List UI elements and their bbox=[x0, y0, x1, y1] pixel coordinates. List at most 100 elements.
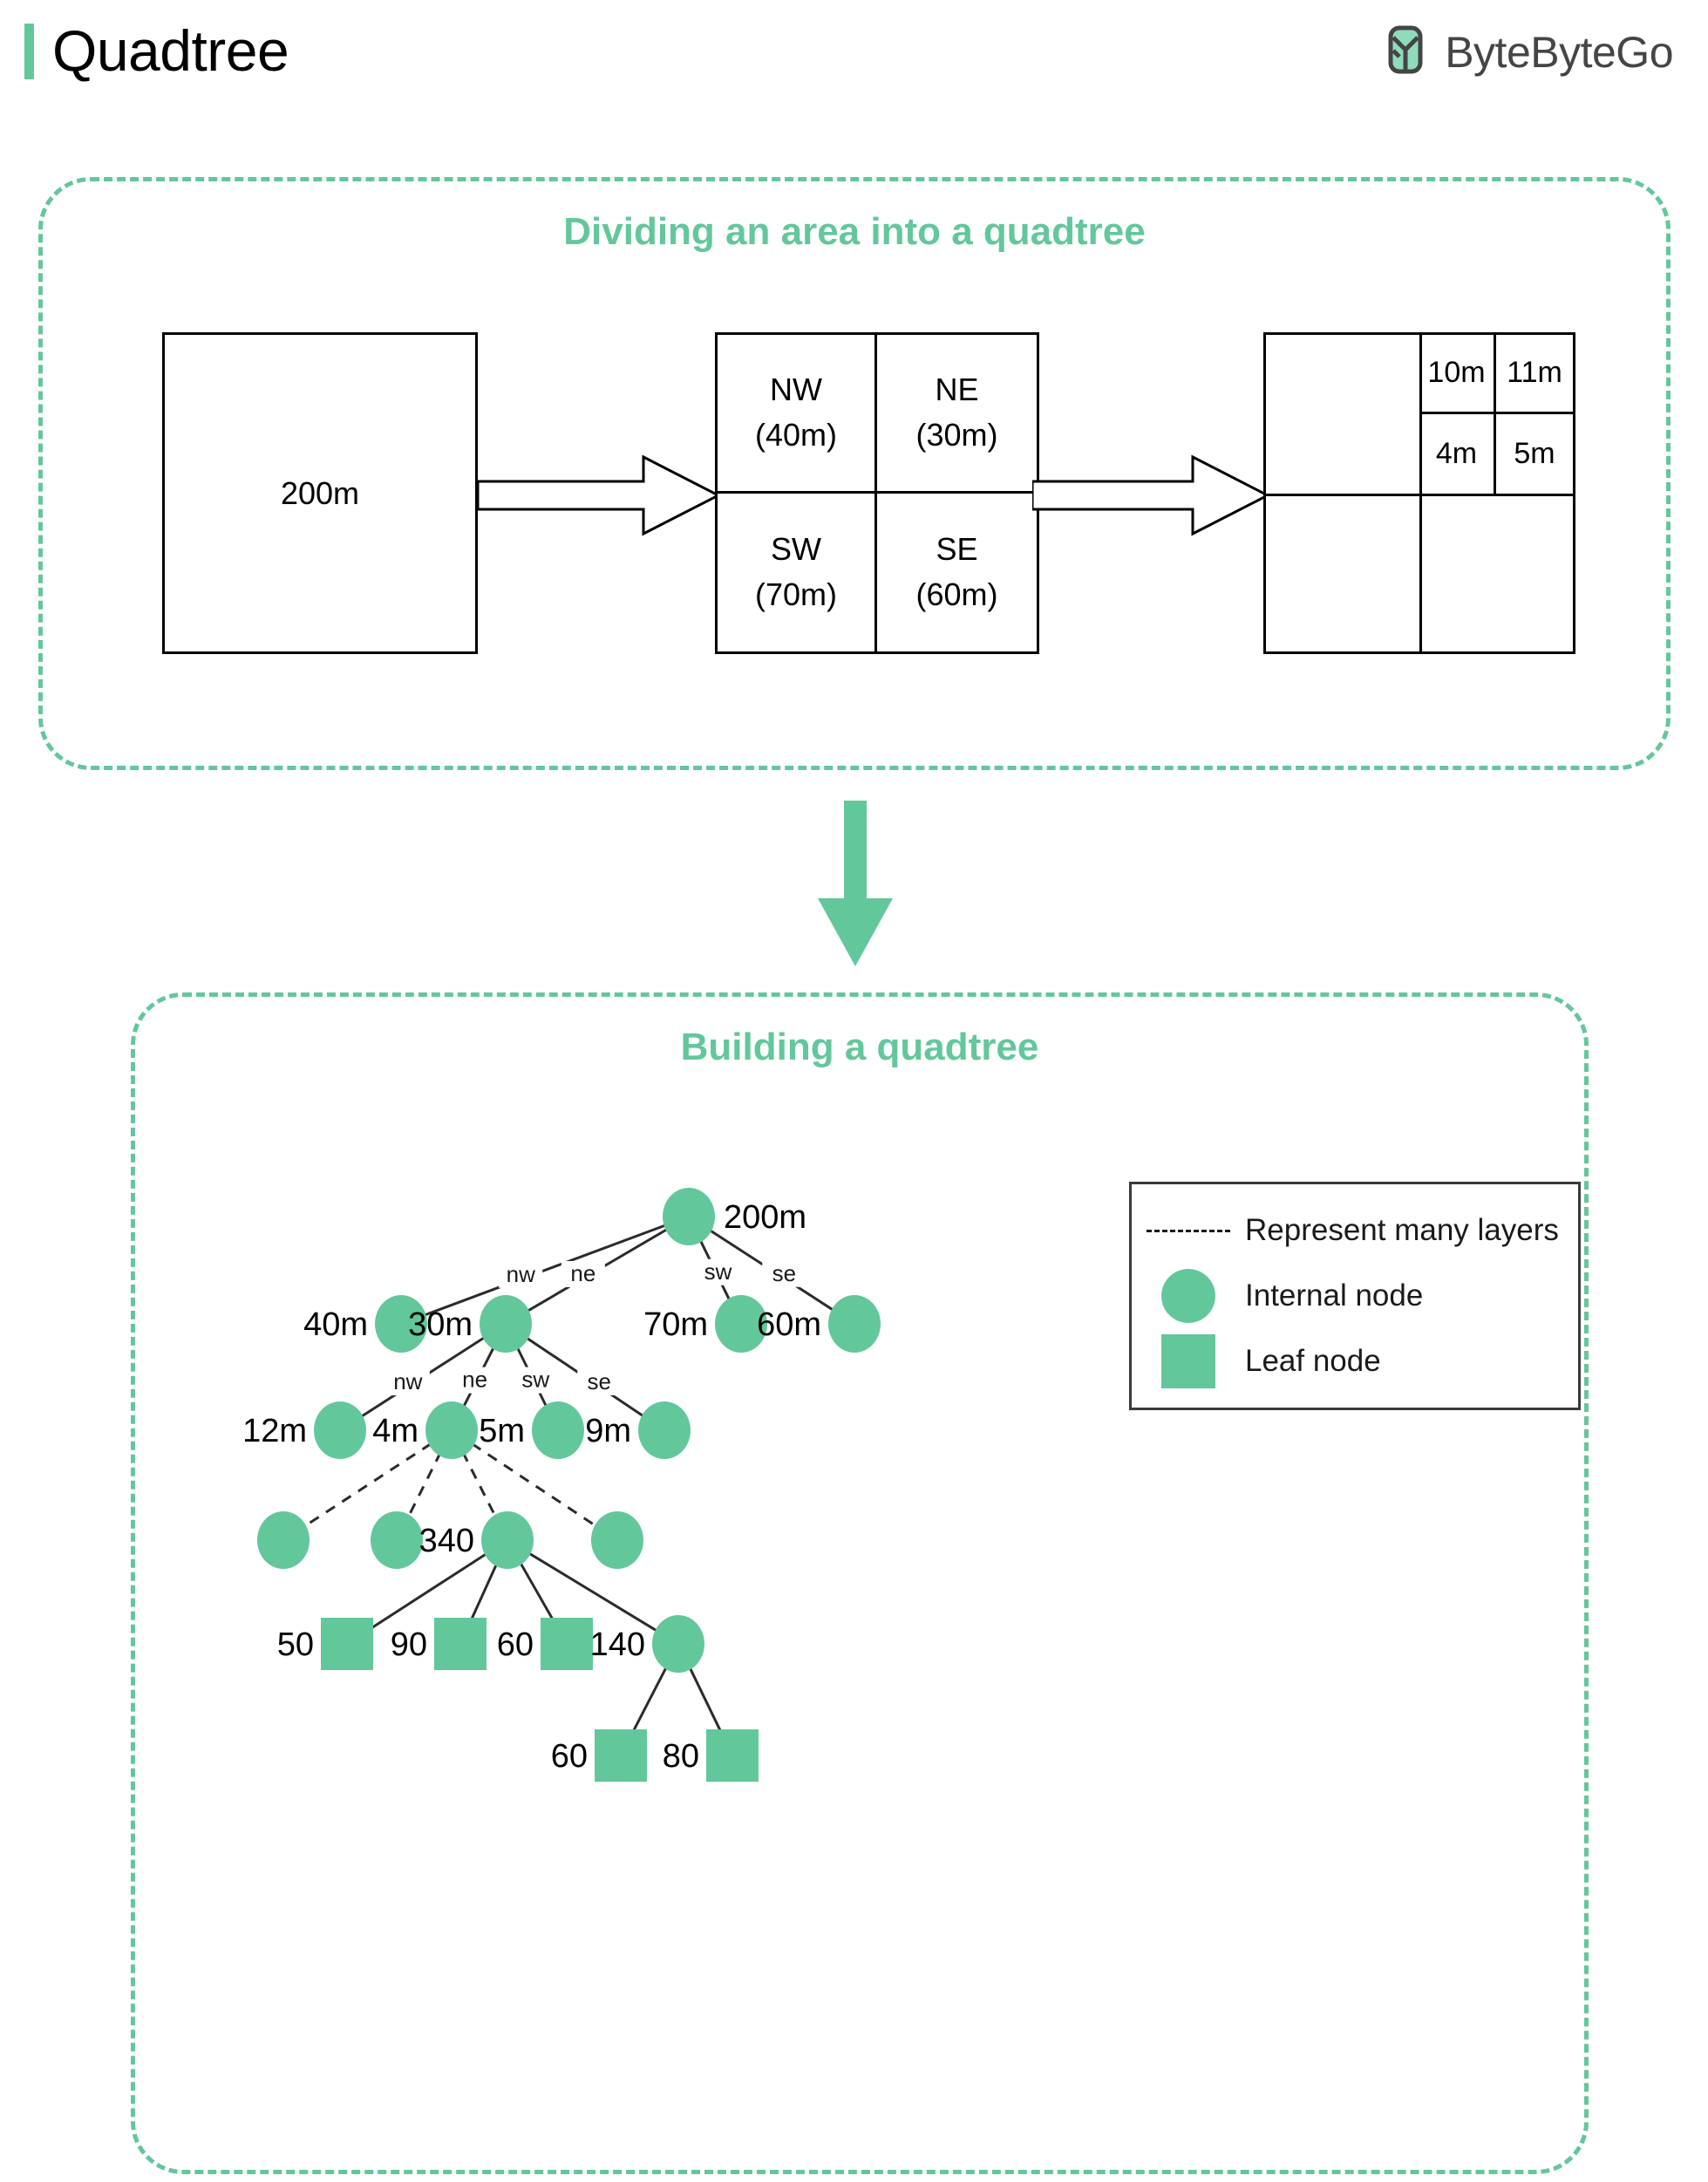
legend-box: Represent many layers Internal node Leaf… bbox=[1129, 1182, 1581, 1410]
title-accent-bar bbox=[24, 24, 34, 79]
quadrant-size: (30m) bbox=[915, 417, 998, 453]
tree-internal-node[interactable] bbox=[257, 1511, 310, 1569]
tree-internal-node[interactable] bbox=[425, 1401, 478, 1459]
edge-label-se: se bbox=[772, 1260, 796, 1286]
quadrant-cell-sw: SW (70m) bbox=[718, 493, 877, 651]
tree-node-label: 4m bbox=[372, 1413, 418, 1449]
tree-leaf-node[interactable] bbox=[321, 1618, 373, 1670]
edge-label-backing bbox=[499, 1261, 543, 1288]
tree-edge-ne2-d4 bbox=[471, 1442, 598, 1528]
subcell-10m: 10m bbox=[1419, 335, 1496, 414]
quadrant-name: SE bbox=[936, 531, 978, 568]
tree-edge-ne2-d3 bbox=[461, 1451, 498, 1519]
area-box-whole: 200m bbox=[162, 332, 478, 654]
tree-edge-d3-n140 bbox=[527, 1551, 658, 1633]
panel-building-a-quadtree: Building a quadtree bbox=[131, 992, 1589, 2174]
page-header: Quadtree ByteByteGo bbox=[0, 0, 1708, 126]
tree-edge-ne2-d2 bbox=[406, 1451, 442, 1519]
brand-logo: ByteByteGo bbox=[1380, 24, 1673, 79]
tree-internal-node[interactable] bbox=[532, 1401, 584, 1459]
legend-item-many-layers: Represent many layers bbox=[1132, 1204, 1578, 1258]
edge-label-backing bbox=[453, 1367, 497, 1394]
edge-label-sw: sw bbox=[521, 1367, 549, 1393]
quadrant-cell-se: SE (60m) bbox=[877, 494, 1037, 652]
quadrant-cell-ne: NE (30m) bbox=[877, 335, 1037, 494]
dashed-line-icon bbox=[1132, 1229, 1245, 1232]
panel-dividing-title: Dividing an area into a quadtree bbox=[563, 210, 1146, 253]
tree-node-label: 5m bbox=[479, 1413, 525, 1449]
tree-node-label: 40m bbox=[303, 1306, 368, 1343]
tree-internal-node[interactable] bbox=[591, 1511, 643, 1569]
legend-label: Leaf node bbox=[1245, 1344, 1381, 1378]
tree-internal-node[interactable] bbox=[663, 1188, 715, 1245]
tree-edge-d3-l60 bbox=[518, 1560, 556, 1624]
tree-node-label: 340 bbox=[419, 1523, 474, 1559]
tree-internal-node[interactable] bbox=[715, 1295, 767, 1353]
brand-name: ByteByteGo bbox=[1445, 27, 1673, 77]
edge-label-backing bbox=[577, 1368, 622, 1395]
edge-label-backing bbox=[561, 1260, 605, 1287]
tree-internal-node[interactable] bbox=[638, 1401, 691, 1459]
tree-edge-n140-l80 bbox=[687, 1665, 724, 1735]
bytebytego-logo-icon bbox=[1380, 24, 1431, 79]
edge-label-se: se bbox=[588, 1368, 611, 1394]
tree-node-label: 60 bbox=[497, 1626, 534, 1663]
tree-leaf-node[interactable] bbox=[541, 1618, 593, 1670]
tree-internal-node[interactable] bbox=[480, 1295, 532, 1353]
tree-node-label: 60 bbox=[551, 1738, 588, 1775]
tree-node-label: 140 bbox=[590, 1626, 645, 1663]
circle-icon bbox=[1132, 1269, 1245, 1323]
tree-edge-n140-l60b bbox=[630, 1665, 669, 1735]
square-icon bbox=[1132, 1334, 1245, 1388]
tree-internal-node[interactable] bbox=[652, 1615, 704, 1673]
tree-edge-root-nw1 bbox=[423, 1224, 667, 1317]
edge-label-sw: sw bbox=[704, 1258, 732, 1285]
horizontal-divider bbox=[1266, 493, 1573, 496]
tree-internal-node[interactable] bbox=[371, 1511, 423, 1569]
area-box-whole-label: 200m bbox=[280, 474, 360, 511]
tree-leaf-node[interactable] bbox=[595, 1729, 647, 1782]
legend-item-leaf-node: Leaf node bbox=[1132, 1334, 1578, 1388]
quadrant-size: (40m) bbox=[754, 417, 837, 453]
tree-edge-d3-l90 bbox=[469, 1561, 499, 1623]
subcell-11m: 11m bbox=[1496, 335, 1573, 414]
edge-label-backing bbox=[762, 1260, 806, 1287]
legend-label: Represent many layers bbox=[1245, 1213, 1559, 1247]
edge-label-ne: ne bbox=[570, 1260, 595, 1286]
tree-node-label: 30m bbox=[408, 1306, 473, 1343]
tree-leaf-node[interactable] bbox=[434, 1618, 487, 1670]
edge-label-backing bbox=[696, 1258, 740, 1285]
quadrant-name: NW bbox=[770, 372, 822, 408]
tree-node-label: 90 bbox=[391, 1626, 427, 1663]
tree-leaf-node[interactable] bbox=[706, 1729, 759, 1782]
legend-item-internal-node: Internal node bbox=[1132, 1269, 1578, 1323]
quadrant-size: (70m) bbox=[754, 576, 837, 613]
tree-node-label: 12m bbox=[242, 1413, 307, 1449]
legend-label: Internal node bbox=[1245, 1279, 1424, 1313]
quadrant-size: (60m) bbox=[915, 576, 998, 613]
right-block-arrow-icon bbox=[1031, 453, 1271, 537]
tree-internal-node[interactable] bbox=[375, 1295, 427, 1353]
quadrant-cell-nw: NW (40m) bbox=[718, 335, 877, 494]
area-box-quadrants: NW (40m) NE (30m) SW (70m) SE (60m) bbox=[715, 332, 1039, 654]
ne-subgrid: 10m 11m 4m 5m bbox=[1419, 335, 1573, 494]
tree-internal-node[interactable] bbox=[314, 1401, 366, 1459]
tree-node-label: 9m bbox=[585, 1413, 631, 1449]
tree-node-label: 50 bbox=[277, 1626, 314, 1663]
edge-label-nw: nw bbox=[393, 1368, 422, 1394]
tree-internal-node[interactable] bbox=[828, 1295, 881, 1353]
tree-node-label: 70m bbox=[643, 1306, 708, 1343]
tree-internal-node[interactable] bbox=[481, 1511, 534, 1569]
page-title: Quadtree bbox=[52, 18, 289, 83]
tree-node-label: 80 bbox=[663, 1738, 699, 1775]
quadrant-name: SW bbox=[771, 531, 821, 568]
right-block-arrow-icon bbox=[476, 453, 722, 537]
tree-edge-d3-l50 bbox=[366, 1551, 488, 1633]
quadrant-name: NE bbox=[935, 372, 979, 408]
subcell-4m: 4m bbox=[1419, 413, 1496, 494]
panel-dividing-an-area: Dividing an area into a quadtree bbox=[38, 177, 1671, 770]
tree-node-label: 200m bbox=[724, 1199, 806, 1236]
edge-label-nw: nw bbox=[507, 1261, 535, 1287]
panel-building-title: Building a quadtree bbox=[680, 1026, 1039, 1068]
